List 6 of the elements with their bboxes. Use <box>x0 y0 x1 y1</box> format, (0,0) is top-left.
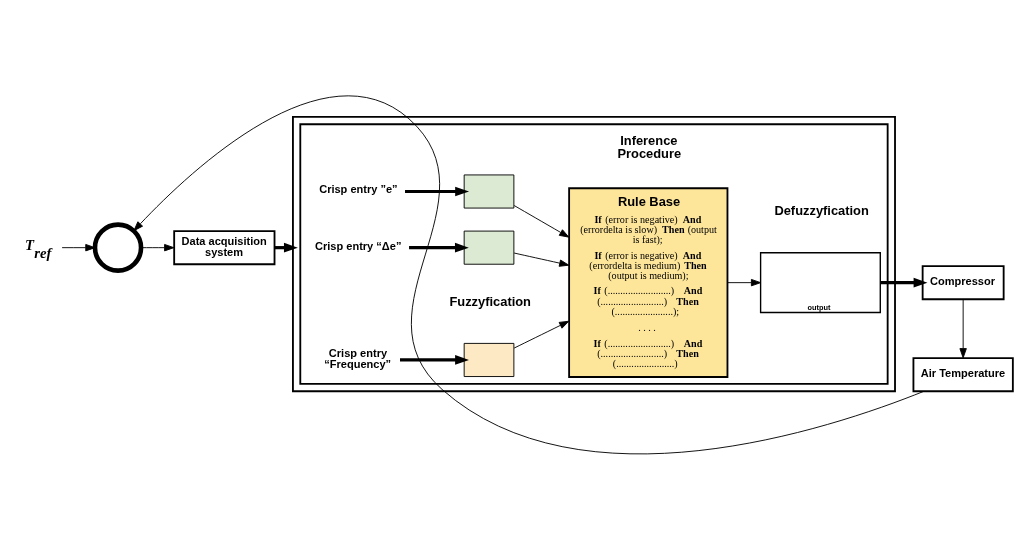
label: Inference Procedure <box>617 132 682 161</box>
node-text: Crisp entry “Frequency” <box>324 346 392 370</box>
label: Fuzzyfication <box>449 293 531 309</box>
label: Defuzzyfication <box>774 202 869 218</box>
node-text: Crisp entry “Δe” <box>315 239 402 252</box>
node-text: Crisp entry ”e” <box>319 182 398 195</box>
